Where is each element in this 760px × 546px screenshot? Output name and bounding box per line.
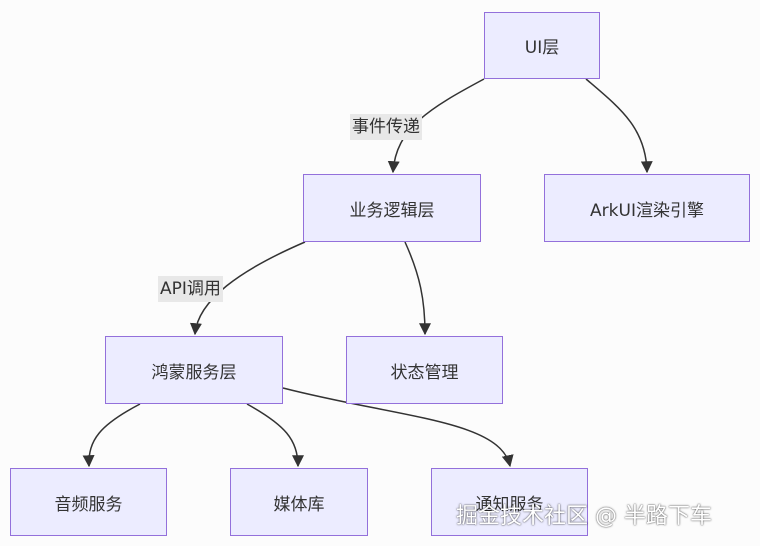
node-arkui-render-engine: ArkUI渲染引擎 — [544, 174, 750, 242]
node-state-management: 状态管理 — [346, 336, 503, 404]
edge-hm-to-audio — [82, 403, 141, 468]
edge-hm-to-notify — [282, 387, 514, 468]
node-notification-service: 通知服务 — [431, 468, 588, 536]
edge-label-api-call: API调用 — [158, 276, 223, 302]
edge-ui-to-arkui — [585, 78, 653, 174]
node-ui-layer: UI层 — [484, 12, 600, 79]
node-label: 业务逻辑层 — [349, 200, 435, 221]
node-label: 音频服务 — [54, 494, 123, 515]
node-label: ArkUI渲染引擎 — [590, 200, 704, 221]
node-label: 通知服务 — [475, 494, 544, 515]
node-media-library: 媒体库 — [230, 468, 368, 536]
edge-hm-to-media — [246, 403, 304, 468]
node-label: 媒体库 — [273, 494, 325, 515]
edge-biz-to-state — [404, 241, 431, 336]
node-harmony-service-layer: 鸿蒙服务层 — [105, 336, 283, 404]
edge-label-event-passing: 事件传递 — [350, 114, 422, 140]
node-label: 鸿蒙服务层 — [151, 362, 237, 383]
node-label: UI层 — [524, 38, 560, 58]
node-label: 状态管理 — [390, 362, 459, 383]
watermark: 掘金技术社区 @ 半路下车 — [456, 504, 712, 529]
node-business-logic-layer: 业务逻辑层 — [303, 174, 481, 242]
node-audio-service: 音频服务 — [10, 468, 167, 536]
edge-biz-to-hm — [189, 241, 306, 336]
